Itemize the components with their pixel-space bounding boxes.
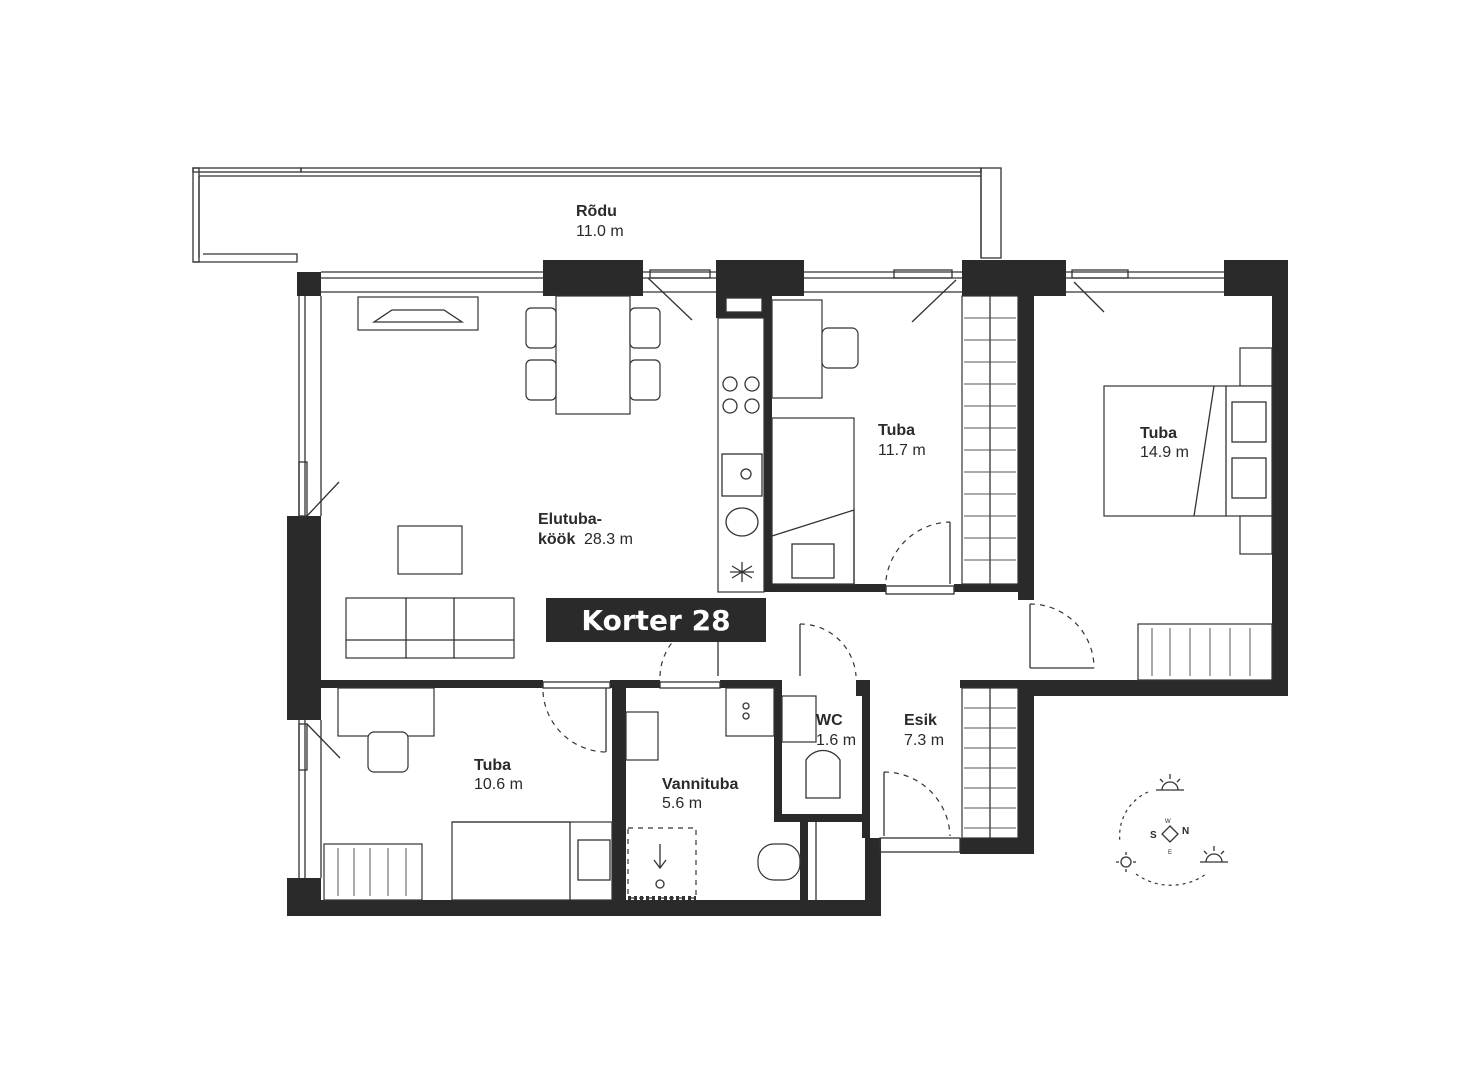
sun-icon [1116,852,1136,872]
apartment-label: Korter 28 [581,604,730,637]
wc-area: 1.6 m [816,732,856,749]
bedroom2-area: 14.9 m [1140,444,1189,461]
sunset-icon [1200,846,1228,863]
wc-name: WC [816,712,843,729]
windows [542,269,1129,853]
living-area: 28.3 m [584,531,633,548]
balcony-area: 11.0 m [576,223,624,240]
bathroom-name: Vannituba [662,776,739,793]
living-name-line2: köök [538,531,575,548]
compass-south: S [1150,830,1157,841]
bedroom1-furniture [771,295,1019,585]
bedroom2-furniture [1103,347,1273,681]
hall-wardrobe [961,687,1019,839]
compass-east: E [1168,850,1172,856]
hall-area: 7.3 m [904,732,944,749]
balcony [192,167,1002,263]
sunrise-icon [1156,774,1184,791]
compass-north: N [1182,826,1189,837]
bedroom3-name: Tuba [474,757,511,774]
room-labels: Rõdu 11.0 m Elutuba- köök 28.3 m Tuba 11… [474,203,1189,812]
hall-name: Esik [904,712,937,729]
compass-west: W [1165,819,1171,825]
walls [287,260,1288,916]
bedroom2-name: Tuba [1140,425,1177,442]
living-name-line1: Elutuba- [538,511,602,528]
bathroom-area: 5.6 m [662,795,702,812]
dining-chairs [525,307,661,401]
bedroom1-area: 11.7 m [878,442,926,459]
balcony-name: Rõdu [576,203,617,220]
bedroom3-area: 10.6 m [474,776,523,793]
interior-walls [321,296,1034,916]
bedroom1-name: Tuba [878,422,915,439]
bathroom-furniture [625,687,841,900]
compass: S N W E [1116,774,1228,886]
apartment-badge: Korter 28 [546,598,766,642]
bedroom3-furniture [323,687,613,901]
living-furniture [345,295,765,659]
